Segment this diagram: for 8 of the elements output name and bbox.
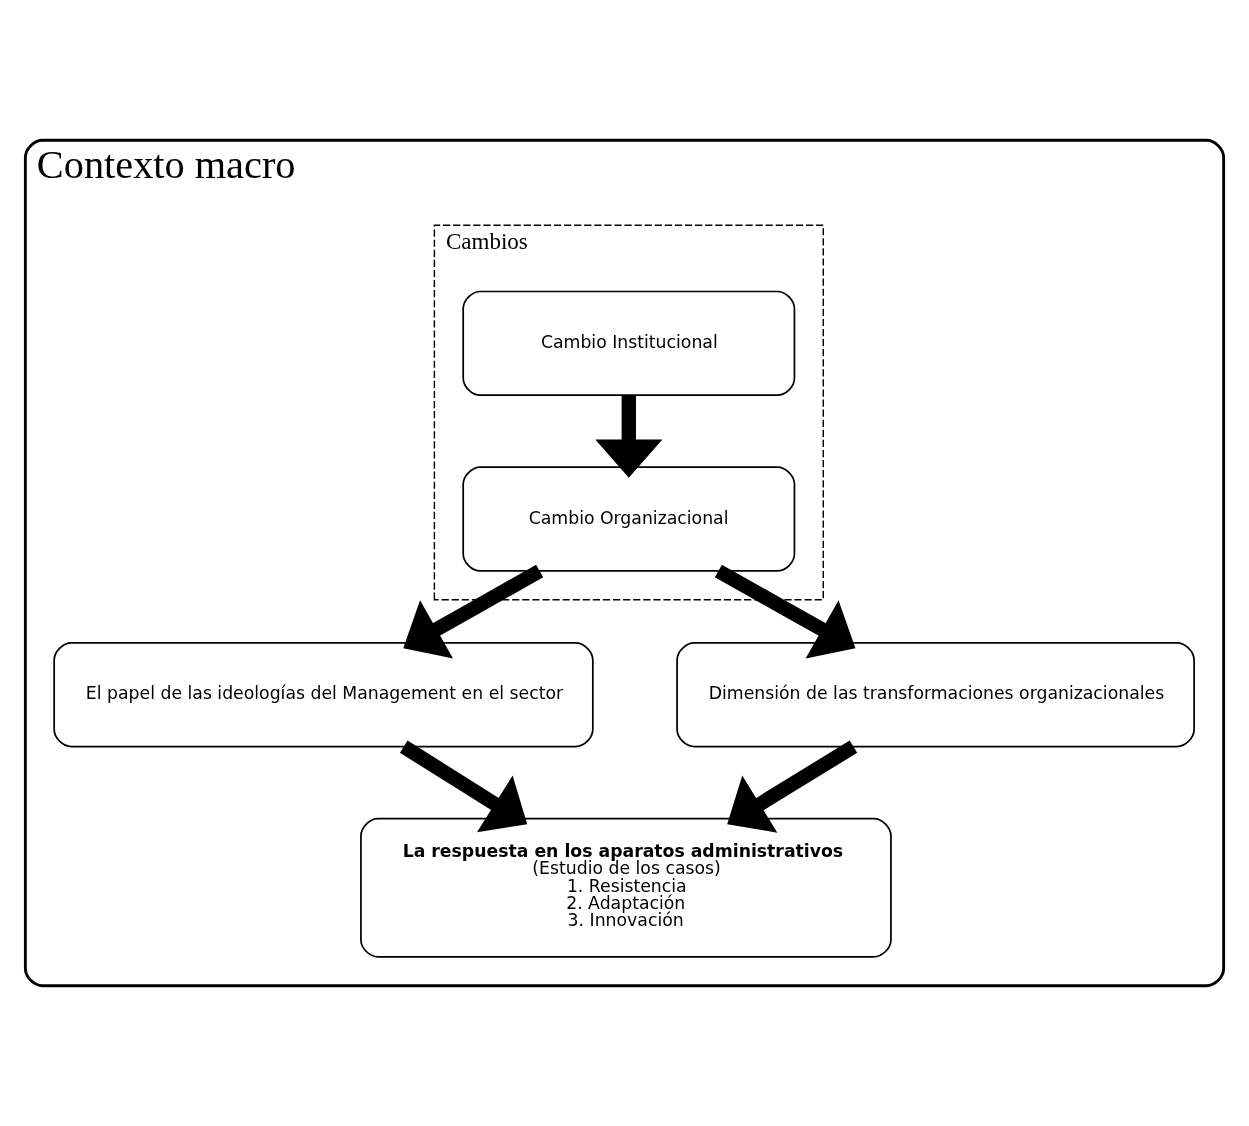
node-box: Cambio Organizacional (462, 466, 796, 572)
arrow (727, 740, 858, 833)
node-box: Cambio Institucional (462, 290, 796, 397)
node-box: Dimensión de las transformaciones organizacionales (676, 642, 1195, 748)
node-box: La respuesta en los aparatos administrativos (Estudio de los casos) 1. Resistencia 2. Adaptación 3. Innovación (360, 817, 892, 958)
arrow (399, 740, 528, 833)
node-box: El papel de las ideologías del Management en el sector (53, 642, 594, 748)
arrow (595, 395, 663, 478)
